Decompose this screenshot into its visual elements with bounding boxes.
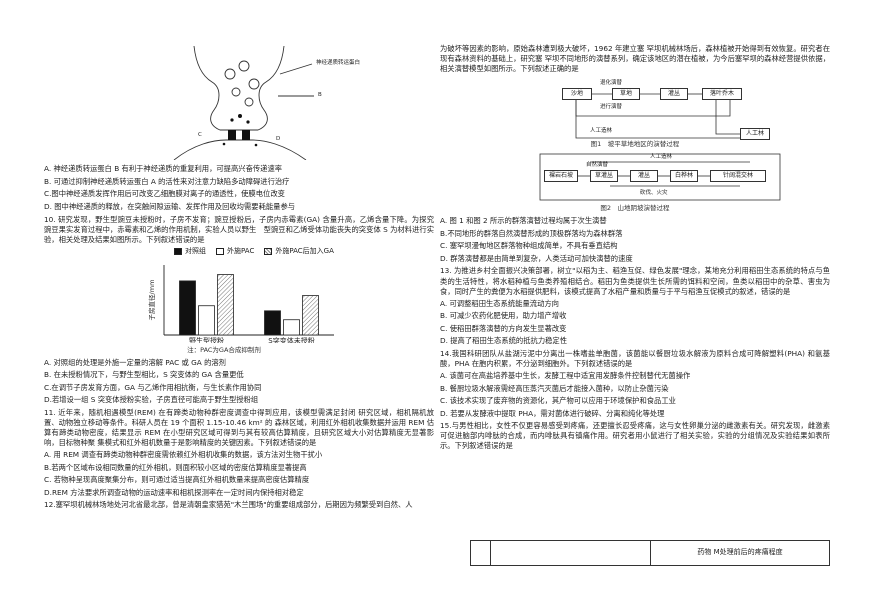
fig2-caption: 图2 山地阴坡演替过程 xyxy=(600,204,670,213)
q14-option-c: C. 该技术实现了废弃物的资源化，其产物可以应用于环境保护和食品工业 xyxy=(440,396,676,406)
bar-0-2 xyxy=(217,273,234,335)
fig2-node-birch: 白桦林 xyxy=(670,170,698,183)
y-axis-label: 子房直径/mm xyxy=(147,279,156,320)
legend-item-control: 对照组 xyxy=(174,247,206,257)
q13-stem: 13. 为推进乡村全面振兴决策部署，树立"以稻为主、稻渔互促、绿色发展"理念，某… xyxy=(440,266,830,296)
chart-legend: 对照组 外施PAC 外施PAC后加入GA xyxy=(174,247,434,257)
fig1-label-0: 退化演替 xyxy=(600,80,623,87)
q10-option-a: A. 对照组的处理是外施一定量的溶解 PAC 或 GA 的溶剂 xyxy=(44,357,226,367)
q13-option-d: D. 提高了稻田生态系统的抵抗力稳定性 xyxy=(440,336,568,346)
legend-swatch-hatch xyxy=(264,248,273,256)
q9-option-c: C.图中神经递质发挥作用后可改变乙细胞膜对离子的通透性，使膜电位改变 xyxy=(44,189,285,199)
q15-table: 药物 M处理前后的疼痛程度 xyxy=(470,540,830,566)
q9-option-a: A. 神经递质转运蛋白 B 有利于神经递质的重复利用，可提高兴奋传递速率 xyxy=(44,164,283,173)
q12-stem-left: 12.塞罕坝机械林场地处河北省最北部，曾是清朝皇家猎苑"木兰围场"的重要组成部分… xyxy=(44,500,413,510)
fig1-node-planted: 人工林 xyxy=(740,128,770,141)
fig2-label-3: 砍伐、火灾 xyxy=(640,190,668,197)
table-cell-1 xyxy=(471,541,491,565)
fig2-label-1: 自然演替 xyxy=(586,162,609,169)
q10-stem: 10. 研究发现，野生型豌豆未授粉时，子房不发育；豌豆授粉后，子房内赤霉素(GA… xyxy=(44,214,434,244)
table-header-pain: 药物 M处理前后的疼痛程度 xyxy=(697,548,783,557)
q11-option-a: A. 用 REM 调查有蹄类动物种群密度需依赖红外相机收集的数据，该方法对生物干… xyxy=(44,450,323,460)
q10-option-b: B. 在未授粉情况下，与野生型相比，S 突变体的 GA 含量更低 xyxy=(44,370,244,380)
fig2-node-rock: 裸岩石坡 xyxy=(544,170,578,183)
q10-option-d: D.若增设一组 S 突变体授粉实验，子房直径可能高于野生型授粉组 xyxy=(44,395,259,405)
q12-stem-right: 为破坏等因素的影响，原始森林遭到极大破坏，1962 年建立塞 罕坝机械林场后，森… xyxy=(440,44,830,74)
chart-caption: 注：PAC为GA合成抑制剂 xyxy=(187,345,261,354)
bar-0-1 xyxy=(198,304,215,335)
bar-0-0 xyxy=(179,280,196,335)
q15-stem: 15.与男性相比，女性不仅更容易感受到疼痛，还更擅长忍受疼痛，这与女性卵巢分泌的… xyxy=(440,421,830,451)
fig1-label-3: 人工造林 xyxy=(590,128,613,135)
fig1-node-shrub: 灌丛 xyxy=(660,88,688,101)
legend-label-pac: 外施PAC xyxy=(227,246,255,255)
q11-option-b: B.若两个区域布设相同数量的红外相机，则面积较小区域的密度估算精度显著提高 xyxy=(44,462,307,472)
q14-options: A. 该菌可在高盐培养基中生长，发酵工程中适宜用发酵条件控制替代无菌操作 B. … xyxy=(440,371,830,419)
bar-1-1 xyxy=(283,318,300,335)
bar-1-2 xyxy=(302,294,319,335)
q10-chart: 对照组 外施PAC 外施PAC后加入GA 子房直径/mm 野生型授粉 S突变体未授粉… xyxy=(44,247,434,355)
legend-item-pac-ga: 外施PAC后加入GA xyxy=(264,247,334,257)
fig2-label-0: 人工造林 xyxy=(650,154,673,161)
succession-figure-1: 沙地 草地 灌丛 落叶乔木 人工林 退化演替 进行演替 人工造林 图1 坡平草地… xyxy=(440,76,830,148)
fig1-caption: 图1 坡平草地地区的演替过程 xyxy=(590,140,680,149)
q12-option-b: B.不同地形的群落自然演替形成的顶极群落均为森林群落 xyxy=(440,228,623,238)
q9-options: A. 神经递质转运蛋白 B 有利于神经递质的重复利用，可提高兴奋传递速率 B. … xyxy=(44,164,434,212)
q10-options: A. 对照组的处理是外施一定量的溶解 PAC 或 GA 的溶剂 B. 在未授粉情… xyxy=(44,358,434,406)
left-column: 神经递质转运蛋白 B C D A. 神经递质转运蛋白 B 有利于神经递质的重复利… xyxy=(44,44,434,512)
bar-chart-svg: 子房直径/mm 野生型授粉 S突变体未授粉 xyxy=(147,264,334,345)
q11-stem: 11. 近年来，随机相遇模型(REM) 在有蹄类动物种群密度调查中得到应用，该模… xyxy=(44,407,434,448)
synapse-figure: 神经递质转运蛋白 B C D xyxy=(44,44,434,161)
fig1-node-grass: 草地 xyxy=(612,88,640,101)
q11-option-c: C. 若物种呈现高度聚集分布，则可通过适当提高红外相机数量来提高密度估算精度 xyxy=(44,475,310,485)
q12-options: A. 图 1 和图 2 所示的群落演替过程均属于次生演替 B.不同地形的群落自然… xyxy=(440,216,830,264)
q14-option-a: A. 该菌可在高盐培养基中生长，发酵工程中适宜用发酵条件控制替代无菌操作 xyxy=(440,371,691,380)
legend-swatch-black xyxy=(174,248,182,256)
legend-label-pac-ga: 外施PAC后加入GA xyxy=(275,246,334,255)
x-tick-label-1: S突变体未授粉 xyxy=(268,336,314,343)
legend-label-control: 对照组 xyxy=(185,246,206,255)
label-c: C xyxy=(198,132,202,138)
q10-option-c: C.在调节子房发育方面，GA 与乙烯作用相抗衡，与生长素作用协同 xyxy=(44,382,262,392)
q13-option-c: C. 使稻田群落演替的方向发生显著改变 xyxy=(440,323,567,333)
fig1-node-sand: 沙地 xyxy=(562,88,592,101)
q14-stem: 14.我国科研团队从盐湖污泥中分离出一株嗜盐单胞菌，该菌能以餐厨垃圾水解液为原料… xyxy=(440,348,830,368)
q11-option-d: D.REM 方法要求所调查动物的运动速率和相机探测率在一定时间内保持相对稳定 xyxy=(44,487,304,497)
fig1-label-1: 进行演替 xyxy=(600,104,623,111)
q9-option-d: D. 图中神经递质的释放，在突触间隙运输、发挥作用及回收均需要耗能量参与 xyxy=(44,201,296,211)
right-column: 为破坏等因素的影响，原始森林遭到极大破坏，1962 年建立塞 罕坝机械林场后，森… xyxy=(440,44,830,453)
fig1-node-deciduous: 落叶乔木 xyxy=(702,88,742,101)
legend-item-pac: 外施PAC xyxy=(216,247,254,257)
fig2-arrows xyxy=(539,153,781,201)
fig2-node-shrub: 灌丛 xyxy=(630,170,658,183)
x-tick-label-0: 野生型授粉 xyxy=(189,336,224,343)
table-cell-2 xyxy=(491,541,651,565)
bar-1-0 xyxy=(264,310,281,335)
q13-option-b: B. 可减少农药化肥使用，助力增产增收 xyxy=(440,311,567,321)
succession-figure-2: 裸岩石坡 草灌丛 灌丛 白桦林 针阔混交林 人工造林 自然演替 砍伐、火灾 图2… xyxy=(440,152,830,214)
q13-options: A. 可调整稻田生态系统能量流动方向 B. 可减少农药化肥使用，助力增产增收 C… xyxy=(440,299,830,347)
q12-option-c: C. 塞罕坝漫甸地区群落物种组成简单，不具有垂直结构 xyxy=(440,241,618,251)
label-d: D xyxy=(276,136,281,142)
q9-option-b: B. 可通过抑制神经递质转运蛋白 A 的活性来对注意力缺陷多动障碍进行治疗 xyxy=(44,176,290,186)
q11-options: A. 用 REM 调查有蹄类动物种群密度需依赖红外相机收集的数据，该方法对生物干… xyxy=(44,450,434,498)
q14-option-d: D. 若要从发酵液中提取 PHA，需对菌体进行破碎、分离和纯化等处理 xyxy=(440,408,665,418)
transporter-label: 神经递质转运蛋白 xyxy=(316,60,361,66)
synapse-diagram xyxy=(173,45,314,161)
q14-option-b: B. 餐厨垃圾水解液需经高压蒸汽灭菌后才能接入菌种，以防止杂菌污染 xyxy=(440,383,669,393)
legend-swatch-white xyxy=(216,248,224,256)
fig2-node-grass-shrub: 草灌丛 xyxy=(590,170,618,183)
fig2-node-mixed: 针阔混交林 xyxy=(710,170,766,183)
fig1-arrows xyxy=(575,93,740,139)
q12-option-a: A. 图 1 和图 2 所示的群落演替过程均属于次生演替 xyxy=(440,216,607,226)
q13-option-a: A. 可调整稻田生态系统能量流动方向 xyxy=(440,298,559,308)
q12-option-d: D. 群落演替都是由简单到复杂，人类活动可加快演替的速度 xyxy=(440,253,633,263)
label-b: B xyxy=(318,92,322,98)
